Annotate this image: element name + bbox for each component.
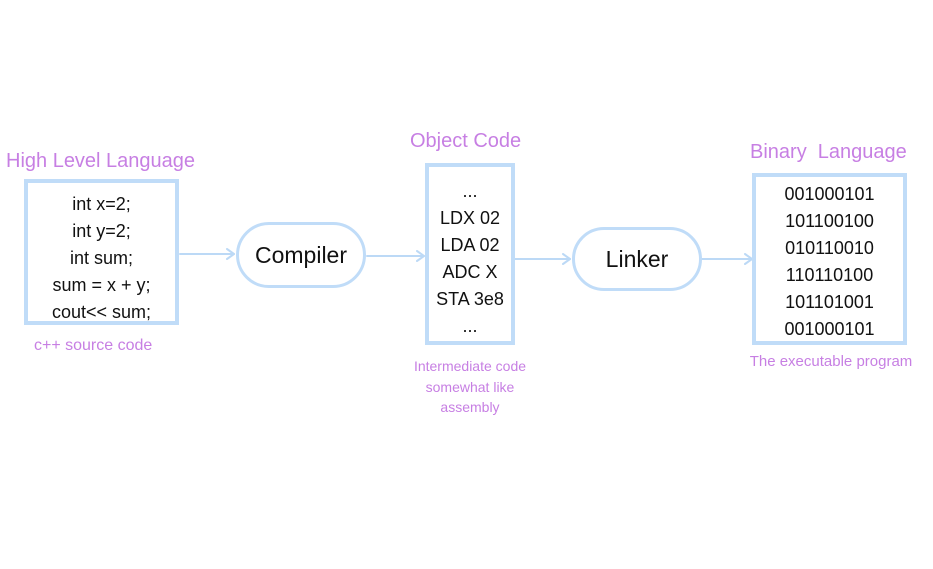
binary-code-line: 110110100	[785, 265, 874, 285]
high-level-language-heading: High Level Language	[6, 150, 196, 172]
source-code-line: int y=2;	[72, 221, 131, 241]
object-code-box: ... LDX 02 LDA 02 ADC X STA 3e8 ...	[425, 163, 515, 345]
compiler-node: Compiler	[236, 222, 366, 288]
object-code-line: ...	[462, 316, 478, 336]
object-code-line: LDX 02	[439, 208, 501, 228]
binary-code-line: 101100100	[785, 211, 874, 231]
source-code-line: int sum;	[69, 248, 134, 268]
object-code-line: STA 3e8	[436, 289, 504, 309]
arrow-source-to-compiler	[179, 248, 235, 260]
arrow-object-to-linker	[514, 253, 571, 265]
binary-code-line: 001000101	[784, 184, 875, 204]
object-code-caption: Intermediate code somewhat like assembly	[398, 356, 542, 418]
object-code-line: ...	[462, 181, 478, 201]
object-code-heading: Object Code	[410, 130, 522, 152]
object-code-caption-line: somewhat like	[425, 378, 515, 395]
linker-node: Linker	[572, 227, 702, 291]
object-code-line: ADC X	[442, 262, 498, 282]
compiler-label: Compiler	[254, 241, 348, 268]
arrow-linker-to-binary	[701, 253, 753, 265]
source-code-box: int x=2; int y=2; int sum; sum = x + y; …	[24, 179, 179, 325]
source-code-line: sum = x + y;	[52, 275, 151, 295]
binary-language-heading: Binary Language	[750, 141, 907, 163]
binary-code-line: 101101001	[785, 292, 874, 312]
binary-code-line: 010110010	[785, 238, 874, 258]
linker-label: Linker	[605, 245, 669, 272]
arrow-compiler-to-object	[366, 250, 425, 262]
binary-caption: The executable program	[749, 353, 913, 370]
source-code-line: int x=2;	[72, 194, 131, 214]
source-code-line: cout<< sum;	[51, 302, 152, 322]
binary-code-box: 001000101 101100100 010110010 110110100 …	[752, 173, 907, 345]
object-code-caption-line: Intermediate code	[413, 358, 527, 374]
object-code-caption-line: assembly	[440, 399, 500, 415]
object-code-line: LDA 02	[440, 235, 500, 255]
source-code-caption: c++ source code	[34, 337, 153, 354]
binary-code-line: 001000101	[784, 319, 875, 339]
